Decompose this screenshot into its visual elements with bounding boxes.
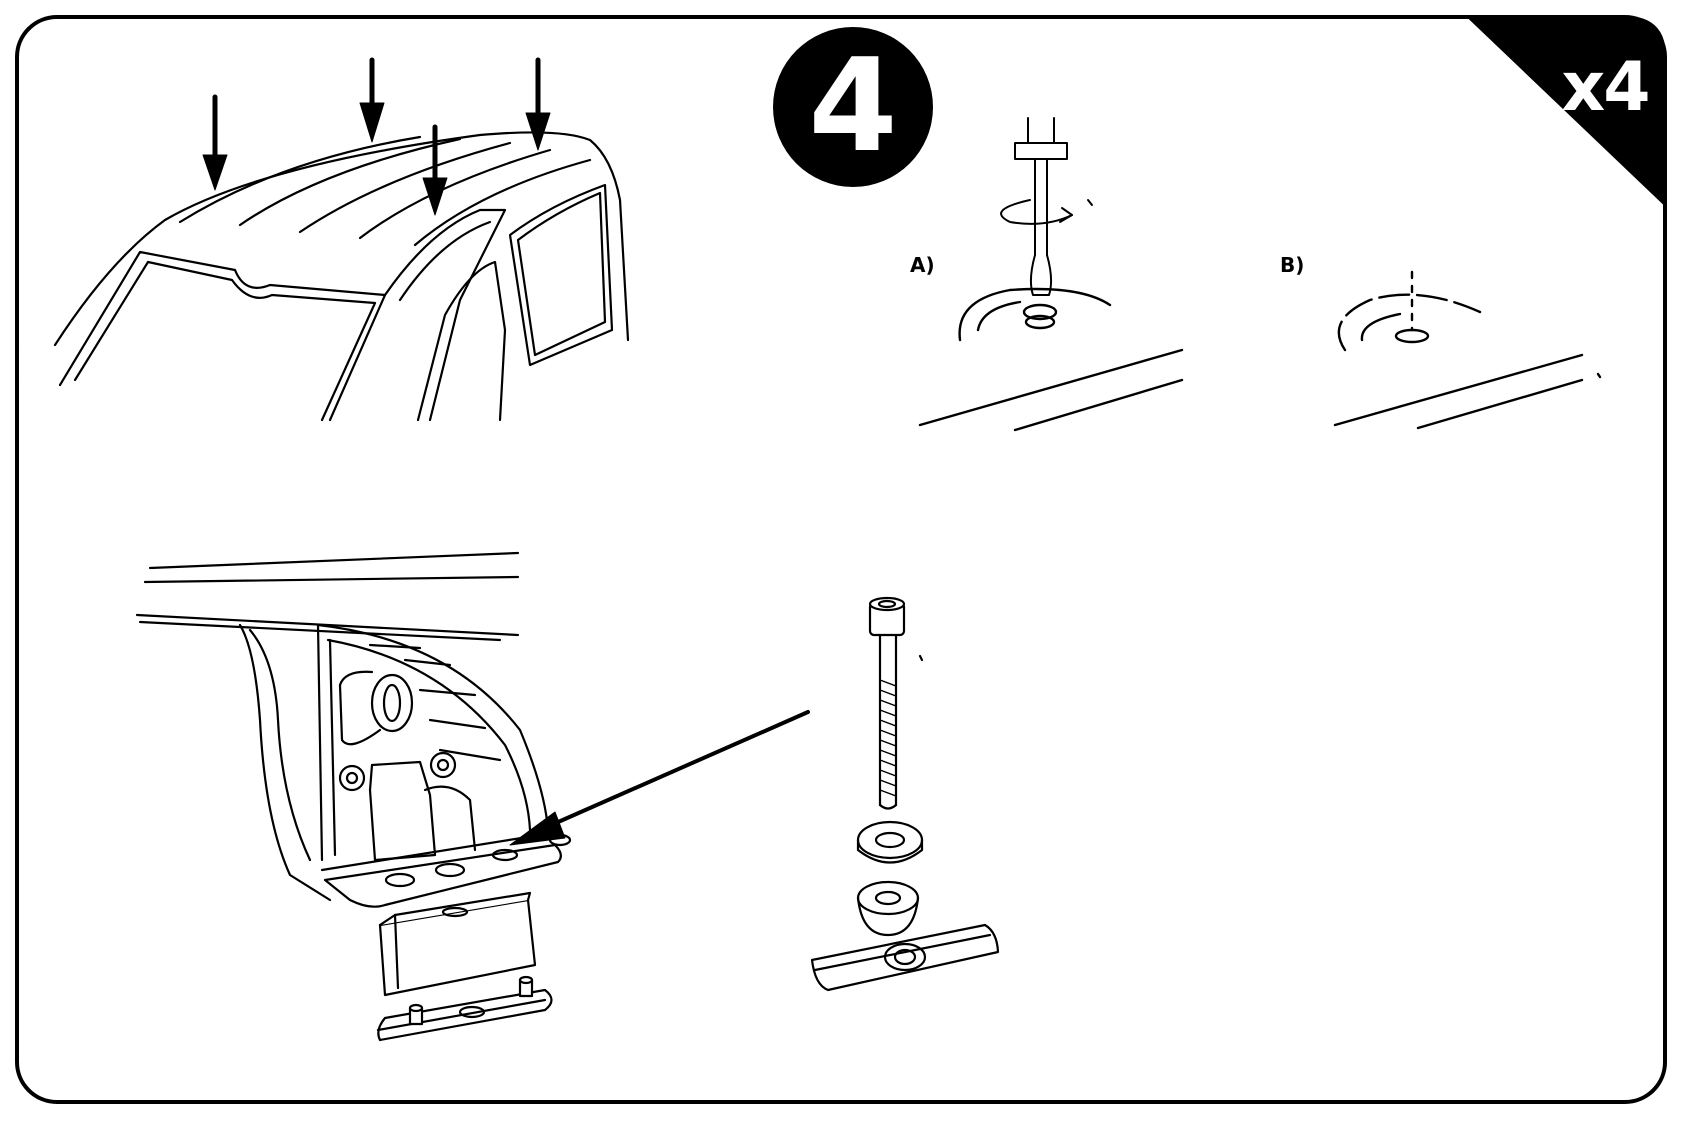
arrow-down-icon	[525, 57, 551, 151]
threaded-plate-icon	[810, 923, 1000, 992]
arrow-down-icon	[202, 94, 228, 191]
roof-rail-lines	[918, 348, 1184, 432]
spherical-washer-icon	[856, 880, 920, 937]
quantity-label: x4	[1561, 48, 1650, 127]
washer-icon	[856, 820, 924, 864]
roof-cap-icon	[958, 287, 1112, 342]
arrow-down-icon	[422, 124, 448, 216]
substep-a-label: A)	[910, 253, 935, 277]
rubber-pad-icon	[378, 891, 537, 997]
base-plate-icon	[376, 975, 553, 1042]
step-number-badge: 4	[773, 27, 933, 187]
fixing-point-arrows	[202, 57, 551, 216]
insertion-arrow-icon	[509, 710, 810, 846]
van-illustration	[53, 131, 630, 422]
screwdriver-icon	[1000, 117, 1093, 296]
roof-rail-lines	[1333, 353, 1602, 430]
substep-b-label: B)	[1280, 253, 1305, 277]
corner-badge	[1467, 16, 1666, 206]
arrow-down-icon	[359, 57, 385, 143]
bolt-icon	[868, 596, 924, 810]
panel-frame	[15, 15, 1667, 1104]
mounting-hole-icon	[1337, 270, 1482, 352]
roof-bar-foot-icon	[135, 551, 572, 908]
